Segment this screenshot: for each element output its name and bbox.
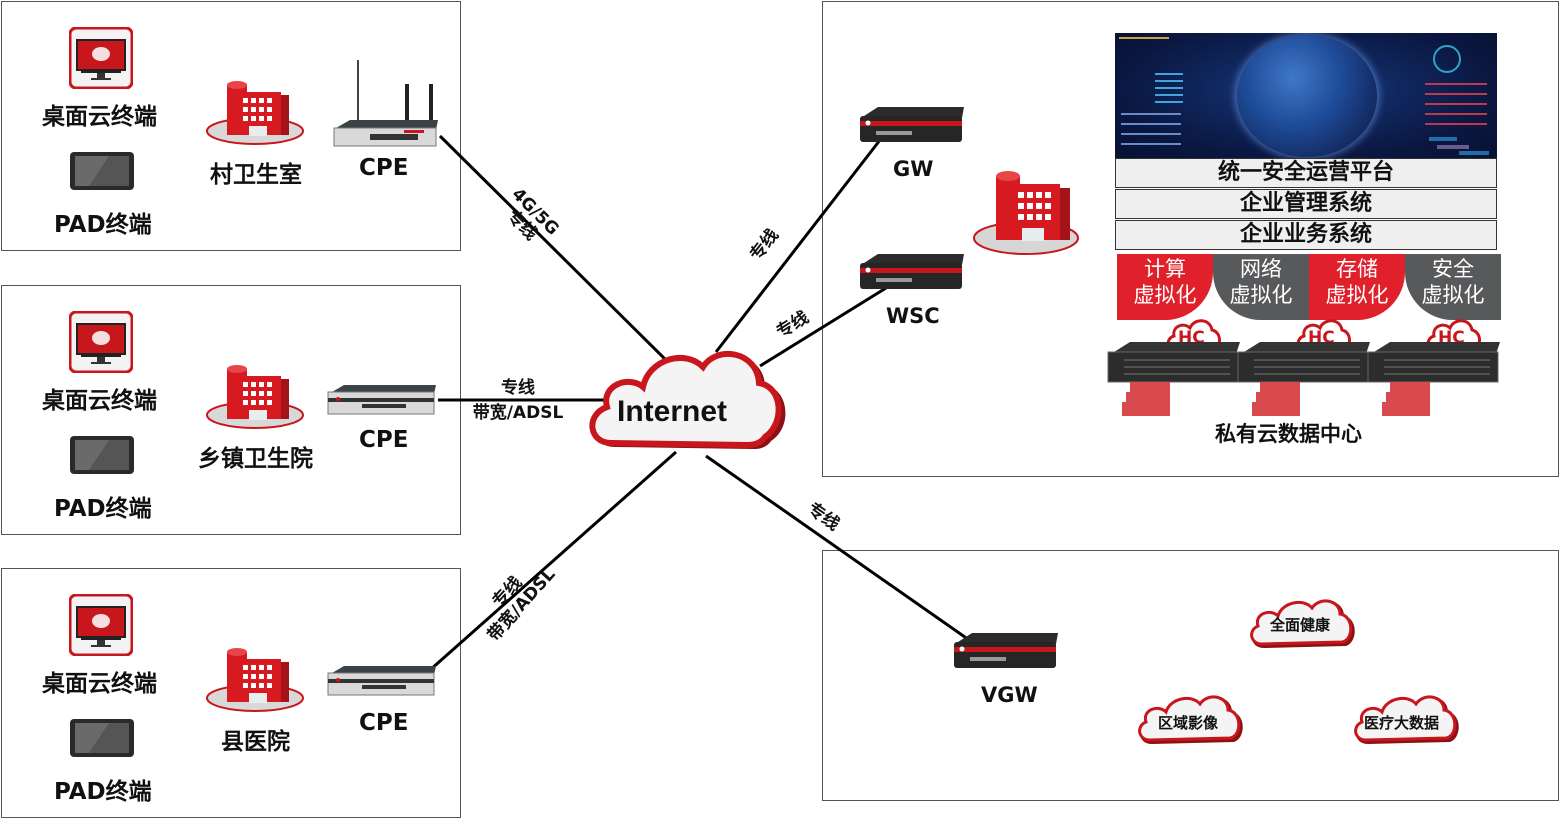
server-chassis-icon [1107, 342, 1240, 416]
link-label-line1: 专线 [501, 378, 535, 398]
enterprise-building-icon [973, 171, 1079, 255]
link-gw [714, 139, 882, 353]
hospital-building-icon [206, 81, 304, 145]
dashboard-alert-line [1425, 93, 1487, 95]
dashboard-alert-line [1425, 103, 1487, 105]
branch-county: 桌面云终端 PAD终端 县医院 CPE [0, 567, 470, 822]
virtualization-line2: 虚拟化 [1229, 283, 1293, 307]
hc-server-1: HC [1104, 318, 1244, 418]
dashboard-alert-line [1425, 113, 1487, 115]
service-label: 全面健康 [1270, 616, 1331, 634]
terminal-label: PAD终端 [54, 496, 152, 522]
panel-services [822, 550, 1559, 801]
dashboard-tag [1459, 151, 1489, 155]
virtualization-line1: 安全 [1432, 257, 1474, 281]
dashboard-list-line [1121, 123, 1181, 125]
terminal-label: 桌面云终端 [42, 671, 157, 697]
tablet-icon [70, 436, 134, 474]
cpe-router-antenna-icon [333, 60, 438, 147]
security-dashboard-screenshot [1115, 33, 1497, 159]
device-label: CPE [359, 155, 409, 181]
virtualization-line2: 虚拟化 [1421, 283, 1485, 307]
site-label: 乡镇卫生院 [198, 446, 313, 472]
dashboard-list-line [1121, 143, 1181, 145]
dashboard-alert-line [1425, 83, 1487, 85]
hospital-building-icon [206, 365, 304, 429]
terminal-label: 桌面云终端 [42, 104, 157, 130]
cpe-router-icon [327, 666, 436, 696]
virtualization-compute: 计算 虚拟化 [1117, 254, 1213, 320]
terminal-label: PAD终端 [54, 212, 152, 238]
cloud-icon [1138, 695, 1243, 744]
dashboard-list-line [1121, 133, 1181, 135]
system-box-enterprise-management: 企业管理系统 [1115, 189, 1497, 219]
dashboard-progress-bar [1155, 101, 1183, 103]
desktop-cloud-icon [69, 594, 133, 656]
wsc-label: WSC [886, 304, 940, 328]
datacenter-label: 私有云数据中心 [1215, 422, 1362, 446]
tablet-icon [70, 719, 134, 757]
gw-appliance-icon [860, 107, 964, 142]
link-label-town: 专线 带宽/ADSL [466, 379, 570, 423]
dashboard-ring [1433, 45, 1461, 73]
system-box-security-platform: 统一安全运营平台 [1115, 158, 1497, 188]
device-label: CPE [359, 427, 409, 453]
vgw-appliance-icon [954, 633, 1058, 668]
hospital-building-icon [206, 648, 304, 712]
branch-village: 桌面云终端 PAD终端 村卫生室 CPE [0, 0, 470, 255]
internet-cloud: Internet [585, 343, 795, 455]
service-label: 区域影像 [1158, 714, 1219, 732]
dashboard-progress-bar [1155, 73, 1183, 75]
virtualization-line2: 虚拟化 [1325, 283, 1389, 307]
internet-label: Internet [617, 395, 728, 428]
link-wsc [759, 286, 887, 368]
cpe-router-icon [327, 385, 436, 415]
hc-server-2: HC [1234, 318, 1374, 418]
globe-graphic [1237, 35, 1377, 157]
dashboard-progress-bar [1155, 80, 1183, 82]
gw-label: GW [893, 157, 934, 181]
link-label-line2: 带宽/ADSL [472, 403, 564, 423]
virtualization-security: 安全 虚拟化 [1405, 254, 1501, 320]
cloud-icon [1250, 599, 1355, 648]
cloud-icon [1354, 695, 1459, 744]
tablet-icon [70, 152, 134, 190]
hc-server-3: HC [1364, 318, 1504, 418]
service-cloud-bigdata: 医疗大数据 [1352, 690, 1462, 746]
system-box-enterprise-business: 企业业务系统 [1115, 220, 1497, 250]
link-village-cpe [438, 134, 674, 368]
service-label: 医疗大数据 [1364, 714, 1440, 732]
dashboard-progress-bar [1155, 94, 1183, 96]
site-label: 县医院 [221, 729, 290, 755]
virtualization-line1: 存储 [1336, 257, 1378, 281]
wsc-appliance-icon [860, 254, 964, 289]
server-chassis-icon [1367, 342, 1500, 416]
desktop-cloud-icon [69, 27, 133, 89]
cloud-icon [589, 350, 786, 449]
virtualization-line1: 网络 [1240, 257, 1282, 281]
virtualization-line2: 虚拟化 [1133, 283, 1197, 307]
device-label: CPE [359, 710, 409, 736]
branch-town: 桌面云终端 PAD终端 乡镇卫生院 CPE [0, 284, 470, 539]
link-vgw [705, 454, 973, 644]
dashboard-progress-bar [1155, 87, 1183, 89]
server-chassis-icon [1237, 342, 1370, 416]
terminal-label: PAD终端 [54, 779, 152, 805]
vgw-label: VGW [981, 683, 1038, 707]
dashboard-tag [1437, 145, 1469, 149]
service-cloud-health: 全面健康 [1248, 594, 1358, 650]
dashboard-title-bar [1119, 37, 1169, 39]
terminal-label: 桌面云终端 [42, 388, 157, 414]
service-cloud-imaging: 区域影像 [1136, 690, 1246, 746]
dashboard-list-line [1121, 113, 1181, 115]
dashboard-tag [1429, 137, 1457, 141]
desktop-cloud-icon [69, 311, 133, 373]
site-label: 村卫生室 [210, 162, 302, 188]
virtualization-line1: 计算 [1144, 257, 1186, 281]
dashboard-alert-line [1425, 123, 1487, 125]
link-county-cpe [429, 450, 677, 672]
